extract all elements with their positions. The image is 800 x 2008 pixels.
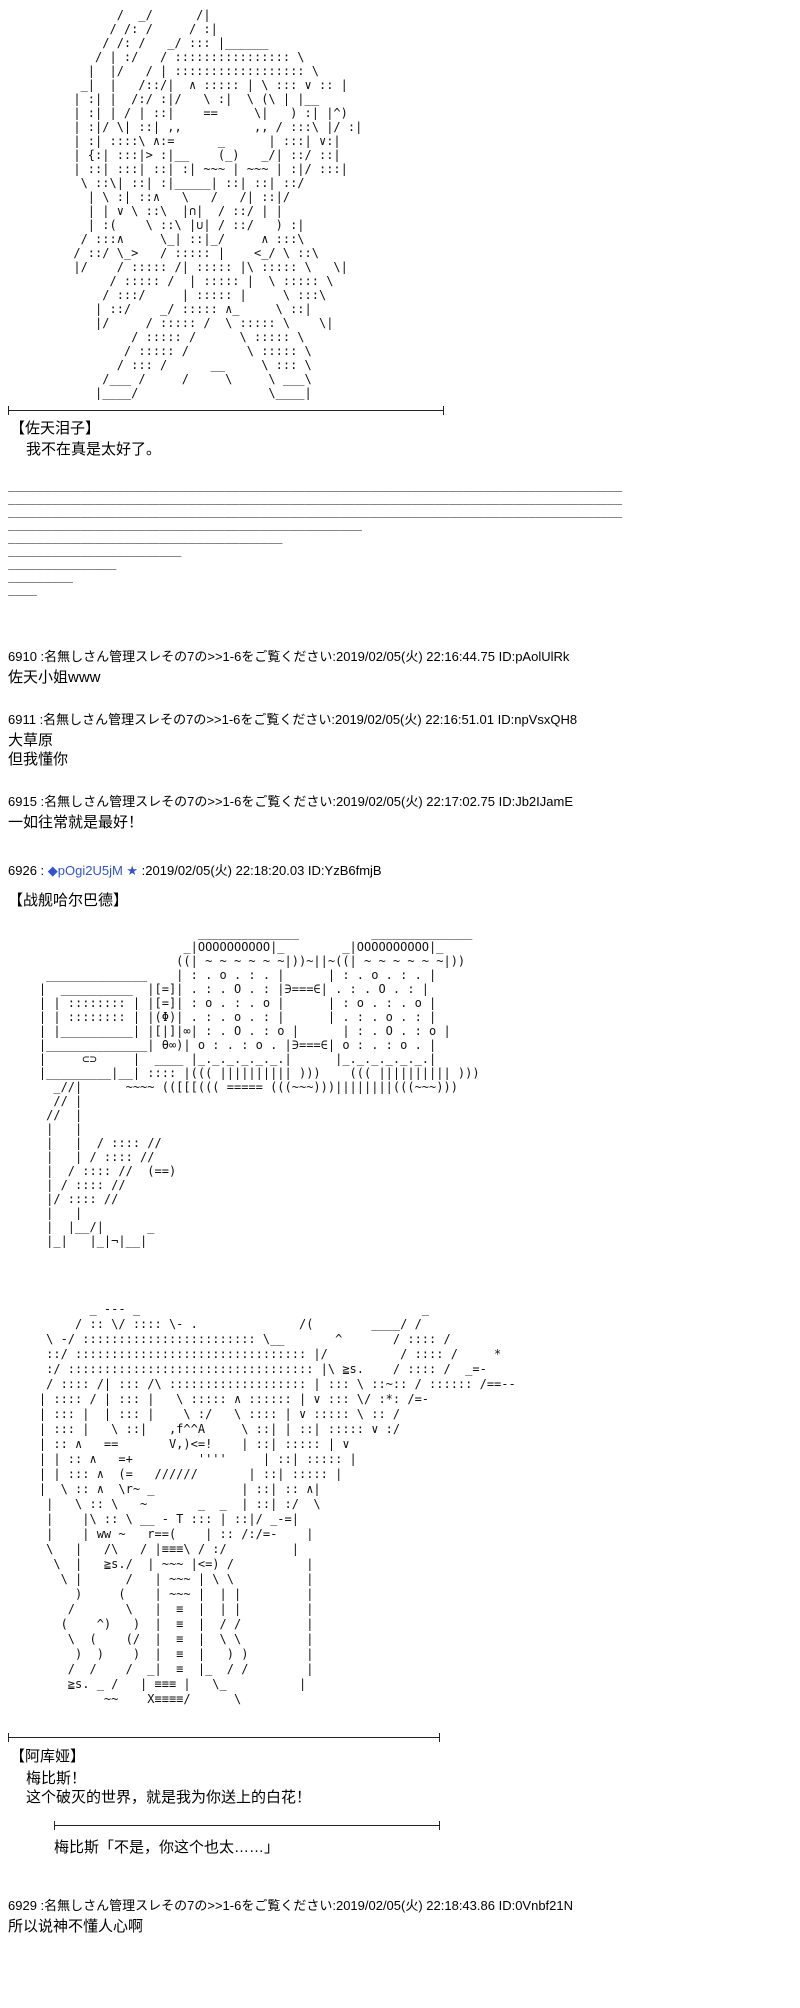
separator-line bbox=[8, 406, 444, 415]
post-body: 所以说神不懂人心啊 bbox=[8, 1918, 144, 1935]
post-body: 佐天小姐www bbox=[8, 669, 101, 686]
reply-line: 梅比斯「不是，你这个也太……」 bbox=[54, 1839, 280, 1856]
character-title: 【战舰哈尔巴德】 bbox=[8, 892, 129, 909]
post-header: 6929 :名無しさん管理スレその7の>>1-6をご覧ください:2019/02/… bbox=[8, 1898, 574, 1913]
trip-name[interactable]: ◆pOgi2U5jM ★ bbox=[47, 863, 139, 878]
ascii-art-saten: / _/ /| / /: / / :| / /: / _/ ::: |_____… bbox=[73, 8, 363, 400]
ascii-art-battleship: ______________ ______________ _|OOOOOOOO… bbox=[38, 926, 480, 1248]
post-6926: 6926 : ◆pOgi2U5jM ★ :2019/02/05(火) 22:18… bbox=[8, 862, 800, 1857]
post-header: 6926 : ◆pOgi2U5jM ★ :2019/02/05(火) 22:18… bbox=[8, 862, 800, 879]
separator-line bbox=[8, 1733, 440, 1742]
post-body: 大草原 但我懂你 bbox=[8, 732, 69, 768]
speaker-name: 【佐天泪子】 bbox=[10, 420, 101, 437]
ascii-art-aqua: _ --- _ _ / :: \/ :::: \- . /( ____/ / \… bbox=[38, 1302, 516, 1706]
post-6911: 6911 :名無しさん管理スレその7の>>1-6をご覧ください:2019/02/… bbox=[8, 711, 800, 769]
speaker-name: 【阿库娅】 bbox=[10, 1748, 86, 1765]
post-header: 6911 :名無しさん管理スレその7の>>1-6をご覧ください:2019/02/… bbox=[8, 712, 578, 727]
dialogue-line: 我不在真是太好了。 bbox=[26, 441, 162, 458]
fade-divider-lines: ________________________________________… bbox=[8, 478, 623, 596]
post-body: 一如往常就是最好！ bbox=[8, 814, 144, 831]
post-datetime: :2019/02/05(火) 22:18:20.03 ID:YzB6fmjB bbox=[138, 863, 382, 878]
post-number: 6926 : bbox=[8, 863, 48, 878]
post-header: 6915 :名無しさん管理スレその7の>>1-6をご覧ください:2019/02/… bbox=[8, 794, 573, 809]
post-6929: 6929 :名無しさん管理スレその7の>>1-6をご覧ください:2019/02/… bbox=[8, 1897, 800, 1936]
post-6910: 6910 :名無しさん管理スレその7の>>1-6をご覧ください:2019/02/… bbox=[8, 648, 800, 687]
post-header: 6910 :名無しさん管理スレその7の>>1-6をご覧ください:2019/02/… bbox=[8, 649, 570, 664]
separator-line bbox=[54, 1821, 440, 1830]
post-6915: 6915 :名無しさん管理スレその7の>>1-6をご覧ください:2019/02/… bbox=[8, 793, 800, 832]
dialogue-lines: 梅比斯！ 这个破灭的世界，就是我为你送上的白花！ bbox=[26, 1770, 312, 1806]
thread-page: { "colors": { "background": "#ffffff", "… bbox=[0, 8, 800, 2008]
